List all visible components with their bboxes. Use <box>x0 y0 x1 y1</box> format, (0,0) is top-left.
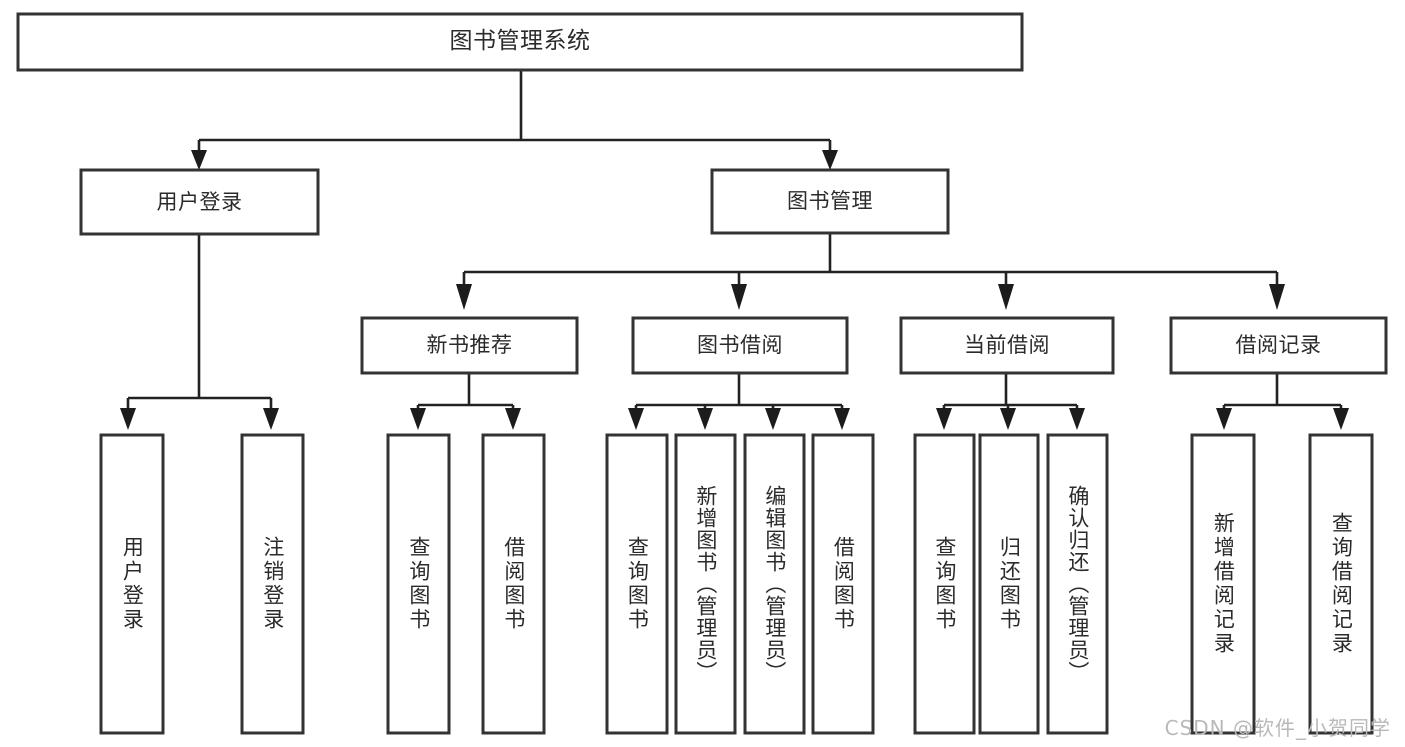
arrowhead-book-manage <box>822 150 838 170</box>
node-box-borrow-record[interactable] <box>1169 316 1388 375</box>
arrowhead-leaf-query-book-2 <box>628 408 644 430</box>
node-box-current-borrow[interactable] <box>899 316 1115 375</box>
arrowhead-leaf-logout <box>263 408 279 430</box>
node-box-leaf-edit-book[interactable] <box>743 433 806 735</box>
node-box-leaf-query-book-1[interactable] <box>386 433 451 735</box>
node-box-leaf-query-book-2[interactable] <box>605 433 669 735</box>
connector-group-current-borrow <box>936 373 1085 430</box>
node-box-leaf-logout[interactable] <box>240 433 305 735</box>
arrowhead-leaf-borrow-book-2 <box>834 408 850 430</box>
connector-group-book-manage <box>456 233 1285 310</box>
arrowhead-leaf-edit-book <box>765 408 781 430</box>
node-box-leaf-return-book[interactable] <box>978 433 1040 735</box>
connector-group-new-book-rec <box>410 373 521 430</box>
node-box-leaf-query-book-3[interactable] <box>913 433 976 735</box>
node-box-leaf-query-record[interactable] <box>1308 433 1374 735</box>
arrowhead-leaf-query-record <box>1333 408 1349 430</box>
node-box-book-manage[interactable] <box>710 168 950 235</box>
arrowhead-book-borrow <box>731 284 747 310</box>
node-box-leaf-add-record[interactable] <box>1190 433 1256 735</box>
arrowhead-current-borrow <box>998 284 1014 310</box>
node-box-root[interactable] <box>16 12 1024 72</box>
arrowhead-borrow-record <box>1269 284 1285 310</box>
arrowhead-leaf-query-book-1 <box>410 408 426 430</box>
node-box-new-book-rec[interactable] <box>360 316 579 375</box>
node-box-leaf-confirm-return[interactable] <box>1046 433 1109 735</box>
arrowhead-leaf-user-login <box>120 408 136 430</box>
arrowhead-leaf-borrow-book-1 <box>505 408 521 430</box>
connector-group-book-borrow <box>628 373 850 430</box>
arrowhead-new-book-rec <box>456 284 472 310</box>
node-box-leaf-borrow-book-1[interactable] <box>481 433 546 735</box>
connector-group-borrow-record <box>1216 373 1349 430</box>
node-box-user-login[interactable] <box>79 168 320 236</box>
arrowhead-leaf-add-record <box>1216 408 1232 430</box>
node-box-leaf-user-login[interactable] <box>99 433 165 735</box>
arrowhead-leaf-confirm-return <box>1069 408 1085 430</box>
node-box-leaf-add-book[interactable] <box>674 433 737 735</box>
node-box-leaf-borrow-book-2[interactable] <box>811 433 875 735</box>
connector-group-user-login <box>120 234 279 430</box>
arrowhead-leaf-add-book <box>697 408 713 430</box>
arrowhead-leaf-return-book <box>1000 408 1016 430</box>
connector-group-root <box>191 70 838 170</box>
arrowhead-leaf-query-book-3 <box>936 408 952 430</box>
arrowhead-user-login <box>191 150 207 170</box>
node-box-book-borrow[interactable] <box>631 316 849 375</box>
